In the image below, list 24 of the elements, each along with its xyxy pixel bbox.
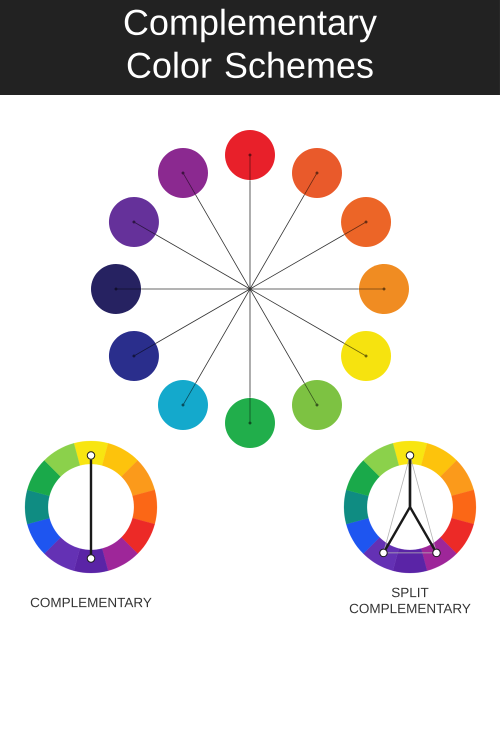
- color-circle: [158, 380, 208, 430]
- color-circle: [108, 331, 159, 381]
- title-banner: Complementary Color Schemes: [0, 0, 500, 95]
- color-circle: [358, 264, 409, 314]
- color-circle: [341, 331, 392, 381]
- marker-dot: [86, 554, 96, 563]
- connector-line: [387, 552, 433, 554]
- color-circle: [108, 197, 159, 247]
- wheel-caption: COMPLEMENTARY: [30, 598, 152, 608]
- color-circle: [341, 197, 392, 247]
- connector-line: [195, 194, 305, 384]
- marker-dot: [406, 451, 414, 460]
- connector-line: [155, 234, 345, 344]
- color-circle: [225, 130, 275, 180]
- color-circle: [292, 380, 342, 430]
- marker-dot: [86, 451, 96, 460]
- marker-dot: [432, 548, 441, 558]
- marker-dot: [379, 548, 388, 558]
- color-circle: [158, 148, 208, 198]
- color-circle: [225, 398, 275, 448]
- color-circle: [91, 264, 142, 314]
- wheel-caption: SPLIT COMPLEMENTARY: [350, 588, 471, 614]
- color-circle: [292, 148, 342, 198]
- connector-line: [140, 288, 360, 290]
